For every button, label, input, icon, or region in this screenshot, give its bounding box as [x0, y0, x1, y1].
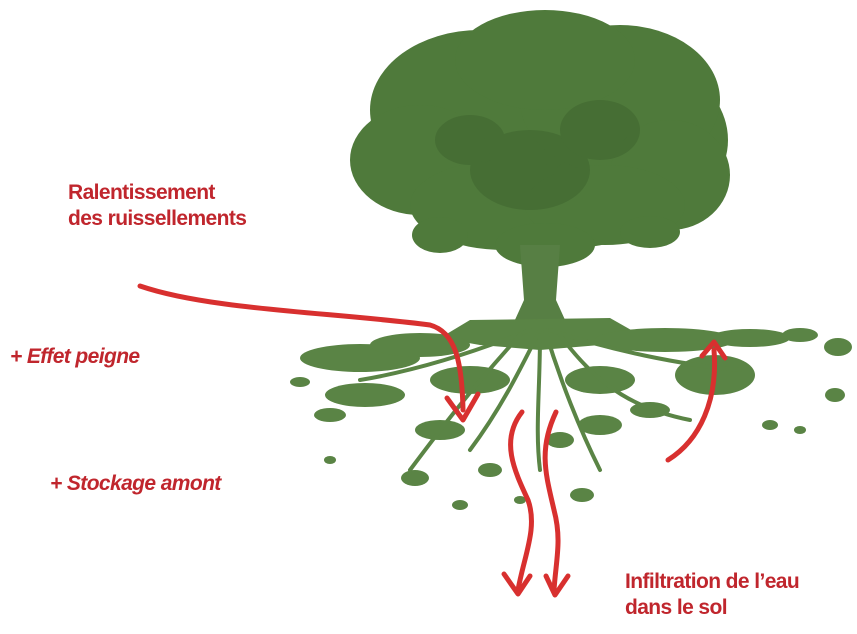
runoff-slowing-line-2: des ruissellements	[68, 206, 246, 232]
upstream-storage-label: + Stockage amont	[50, 471, 221, 497]
tree-trunk	[514, 245, 566, 322]
soil-infiltration-line-2: dans le sol	[625, 595, 799, 621]
comb-effect-label: + Effet peigne	[10, 344, 140, 370]
runoff-slowing-label: Ralentissement des ruissellements	[68, 180, 246, 232]
soil-infiltration-line-1: Infiltration de l’eau	[625, 569, 799, 595]
soil-infiltration-label: Infiltration de l’eau dans le sol	[625, 569, 799, 621]
runoff-slowing-line-1: Ralentissement	[68, 180, 246, 206]
